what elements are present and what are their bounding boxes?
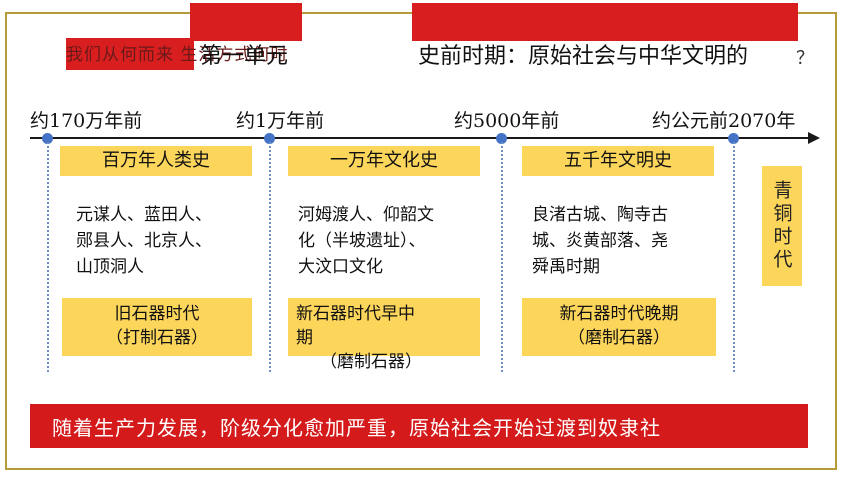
timeline-dot-1 [42,133,53,144]
timeline-dot-3 [496,133,507,144]
era-stage-2-bg [288,298,480,356]
timeline-divider-3 [501,142,503,372]
timeline-divider-2 [269,142,271,372]
era-title-2: 一万年文化史 [288,146,480,176]
time-label-1: 约170万年前 [30,110,143,132]
title-background-text: 我们从何而来 生活方式何时 [66,45,289,65]
time-label-4: 约公元前2070年 [652,110,796,132]
time-label-2: 约1万年前 [236,110,325,132]
unit-title: 第一单元 [200,44,289,69]
time-label-3: 约5000年前 [454,110,560,132]
era-body-3: 良渚古城、陶寺古 城、炎黄部落、尧 舜禹时期 [532,205,668,277]
era-stage-3: 新石器时代晚期 （磨制石器） [522,298,716,356]
title-red-block-unit [190,3,302,41]
question-mark: ？ [796,48,814,69]
bottom-banner-text: 随着生产力发展，阶级分化愈加严重，原始社会开始过渡到奴隶社 [52,416,661,440]
timeline-divider-4 [733,142,735,372]
timeline-arrow [808,132,820,144]
timeline-axis [30,137,810,139]
era-title-1: 百万年人类史 [60,146,252,176]
era-stage-1: 旧石器时代 （打制石器） [62,298,252,356]
era-stage-2: 新石器时代早中 期 （磨制石器） [296,304,422,372]
era-body-2: 河姆渡人、仰韶文 化（半坡遗址）、 大汶口文化 [298,205,434,277]
bronze-age-label: 青铜时代 [762,166,802,286]
era-body-1: 元谋人、蓝田人、 郧县人、北京人、 山顶洞人 [76,205,212,277]
era-title-3: 五千年文明史 [522,146,714,176]
timeline-dot-2 [264,133,275,144]
timeline-dot-4 [728,133,739,144]
timeline-divider-1 [47,142,49,372]
subtitle: 史前时期：原始社会与中华文明的 [418,44,749,69]
bottom-banner [30,404,808,448]
title-red-block-left [66,38,194,70]
title-red-block-subtitle [412,3,798,41]
